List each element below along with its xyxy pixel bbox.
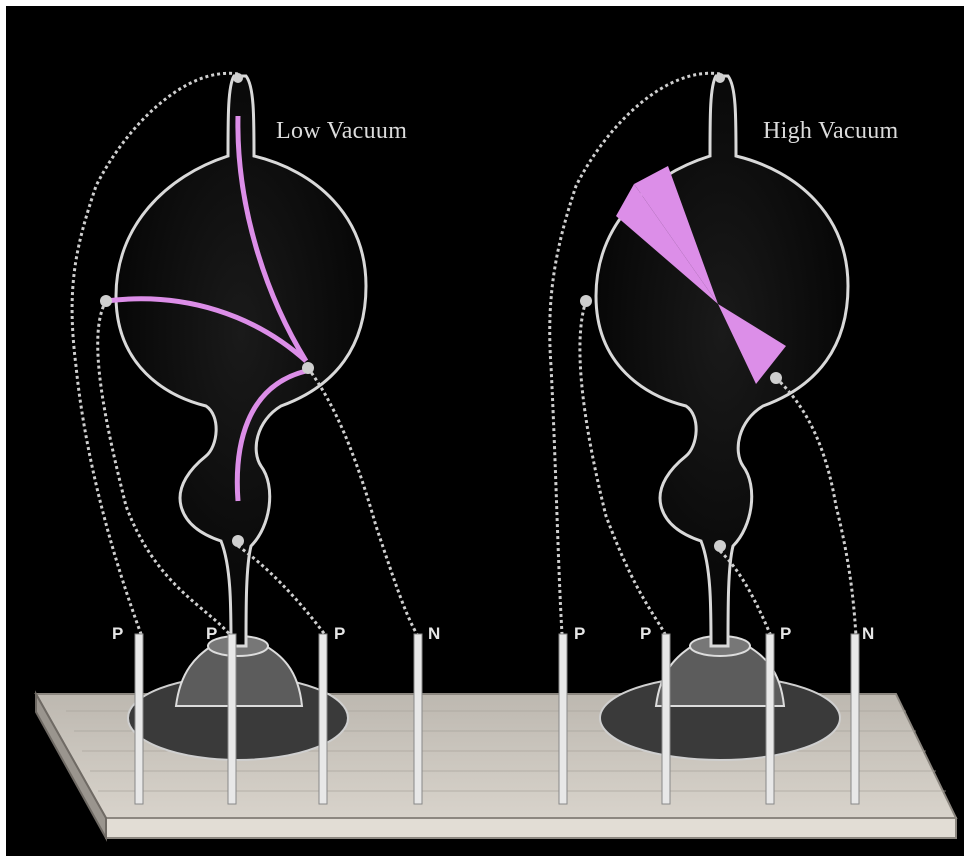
right-stand [600, 636, 840, 760]
right-terminal-label-4: N [862, 624, 874, 644]
left-terminal-label-3: P [334, 624, 345, 644]
high-vacuum-title: High Vacuum [763, 118, 899, 145]
right-glass-envelope [596, 76, 848, 646]
left-terminal-label-2: P [206, 624, 217, 644]
left-terminal-label-4: N [428, 624, 440, 644]
right-terminal-label-2: P [640, 624, 651, 644]
left-terminal-label-1: P [112, 624, 123, 644]
right-terminal-label-1: P [574, 624, 585, 644]
right-terminal-label-3: P [780, 624, 791, 644]
left-stand [128, 636, 348, 760]
low-vacuum-title: Low Vacuum [276, 118, 407, 145]
